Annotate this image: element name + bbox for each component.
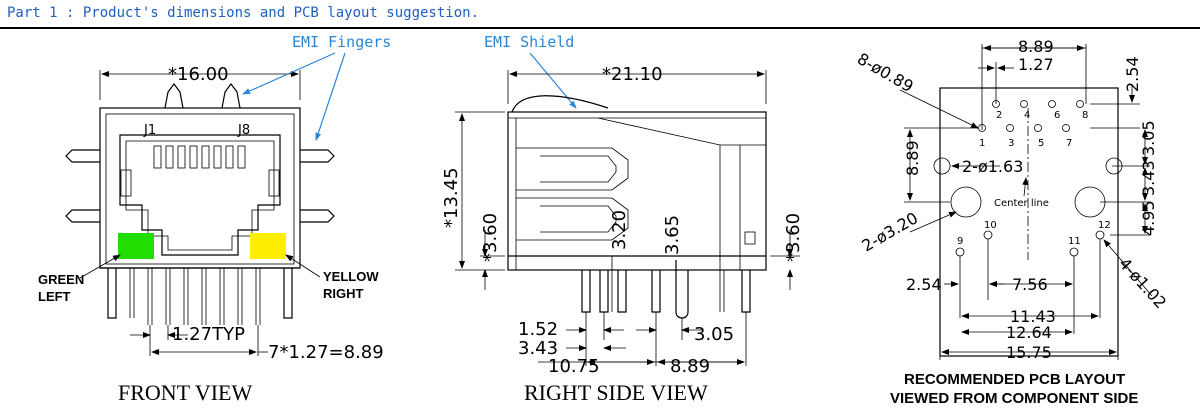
pcb-pin-holes <box>978 100 1084 132</box>
side-d343: 3.43 <box>518 338 558 359</box>
pcb-holes320: 2-ø3.20 <box>859 208 922 255</box>
pin-2: 2 <box>996 110 1002 121</box>
side-view-title: RIGHT SIDE VIEW <box>524 380 708 405</box>
side-length-dim: *21.10 <box>602 64 663 85</box>
label-left: LEFT <box>38 289 71 304</box>
side-housing <box>507 111 767 271</box>
pcb-hole-320-right <box>1074 186 1106 218</box>
front-pins <box>107 268 293 325</box>
pcb-d756: 7.56 <box>1012 275 1048 294</box>
pin-3: 3 <box>1008 138 1014 149</box>
side-d889: 8.89 <box>670 356 710 377</box>
pin-5: 5 <box>1038 138 1044 149</box>
label-j1: J1 <box>143 123 156 138</box>
pcb-d127: 1.27 <box>1018 55 1054 74</box>
pcb-d254-left: 2.54 <box>906 275 942 294</box>
pcb-d254-right: 2.54 <box>1123 56 1142 92</box>
pin-11: 11 <box>1068 236 1081 247</box>
contacts <box>153 145 246 169</box>
label-right: RIGHT <box>323 286 364 301</box>
pcb-d495: 4.95 <box>1139 200 1158 236</box>
label-j8: J8 <box>237 123 250 138</box>
emi-finger-right <box>221 83 241 109</box>
pcb-d343: 3.43 <box>1139 160 1158 196</box>
label-green: GREEN <box>38 272 84 287</box>
side-height-dim: *13.45 <box>441 167 462 228</box>
pcb-d305: 3.05 <box>1139 120 1158 156</box>
pcb-outline <box>939 87 1119 357</box>
pin-10: 10 <box>984 220 997 231</box>
pcb-d889-top: 8.89 <box>1018 37 1054 56</box>
side-h360-right: *3.60 <box>783 213 804 262</box>
pcb-holes8: 8-ø0.89 <box>854 49 917 96</box>
pin-4: 4 <box>1024 110 1030 121</box>
pcb-holes102: 4-ø1.02 <box>1115 254 1170 312</box>
led-green-left <box>118 233 154 259</box>
section-header: Part 1 : Product's dimensions and PCB la… <box>7 5 480 21</box>
side-h320: 3.20 <box>609 210 630 250</box>
front-view: *16.00 J1 J8 GREEN LEFT YELLOW RIGHT 1.2… <box>38 64 384 405</box>
side-d305: 3.05 <box>694 324 734 345</box>
pcb-hole-163-left <box>933 157 951 175</box>
pin-1: 1 <box>979 138 985 149</box>
header-rule <box>0 27 1200 29</box>
front-view-title: FRONT VIEW <box>118 380 252 405</box>
side-h360-left: *3.60 <box>480 213 501 262</box>
led-yellow-right <box>250 233 286 259</box>
pin-6: 6 <box>1054 110 1060 121</box>
front-span-dim: 7*1.27=8.89 <box>268 342 384 363</box>
pcb-hole-320-left <box>950 186 982 218</box>
pcb-holes2: 2-ø1.63 <box>962 157 1023 176</box>
pcb-title-line2: VIEWED FROM COMPONENT SIDE <box>890 390 1138 407</box>
pcb-center-line: Center line <box>994 198 1049 209</box>
side-view: *21.10 *13.45 *3.60 3.20 3.65 *3.60 <box>441 64 804 405</box>
callout-emi-fingers: EMI Fingers <box>292 33 391 51</box>
front-width-dim: *16.00 <box>168 64 229 85</box>
pin-7: 7 <box>1066 138 1072 149</box>
emi-finger-left <box>164 83 184 109</box>
label-yellow: YELLOW <box>323 269 379 284</box>
pin-9: 9 <box>957 236 963 247</box>
pcb-title-line1: RECOMMENDED PCB LAYOUT <box>904 371 1125 388</box>
side-h365: 3.65 <box>662 215 683 255</box>
side-pins <box>581 260 751 319</box>
pin-12: 12 <box>1098 220 1111 231</box>
emi-shield <box>511 95 609 113</box>
pcb-layout: 8.89 1.27 8-ø0.89 1 2 3 <box>854 37 1170 407</box>
front-pitch-dim: 1.27TYP <box>172 324 245 345</box>
pcb-d1575: 15.75 <box>1006 343 1052 362</box>
rj45-port-opening <box>119 134 281 256</box>
pcb-d889-left: 8.89 <box>903 140 922 176</box>
pin-8: 8 <box>1082 110 1088 121</box>
pcb-hole-163-right <box>1105 157 1123 175</box>
pcb-d1143: 11.43 <box>1010 307 1056 326</box>
callout-emi-shield: EMI Shield <box>484 33 574 51</box>
side-d1075: 10.75 <box>548 356 600 377</box>
pcb-d1264: 12.64 <box>1006 323 1052 342</box>
side-d152: 1.52 <box>518 319 558 340</box>
